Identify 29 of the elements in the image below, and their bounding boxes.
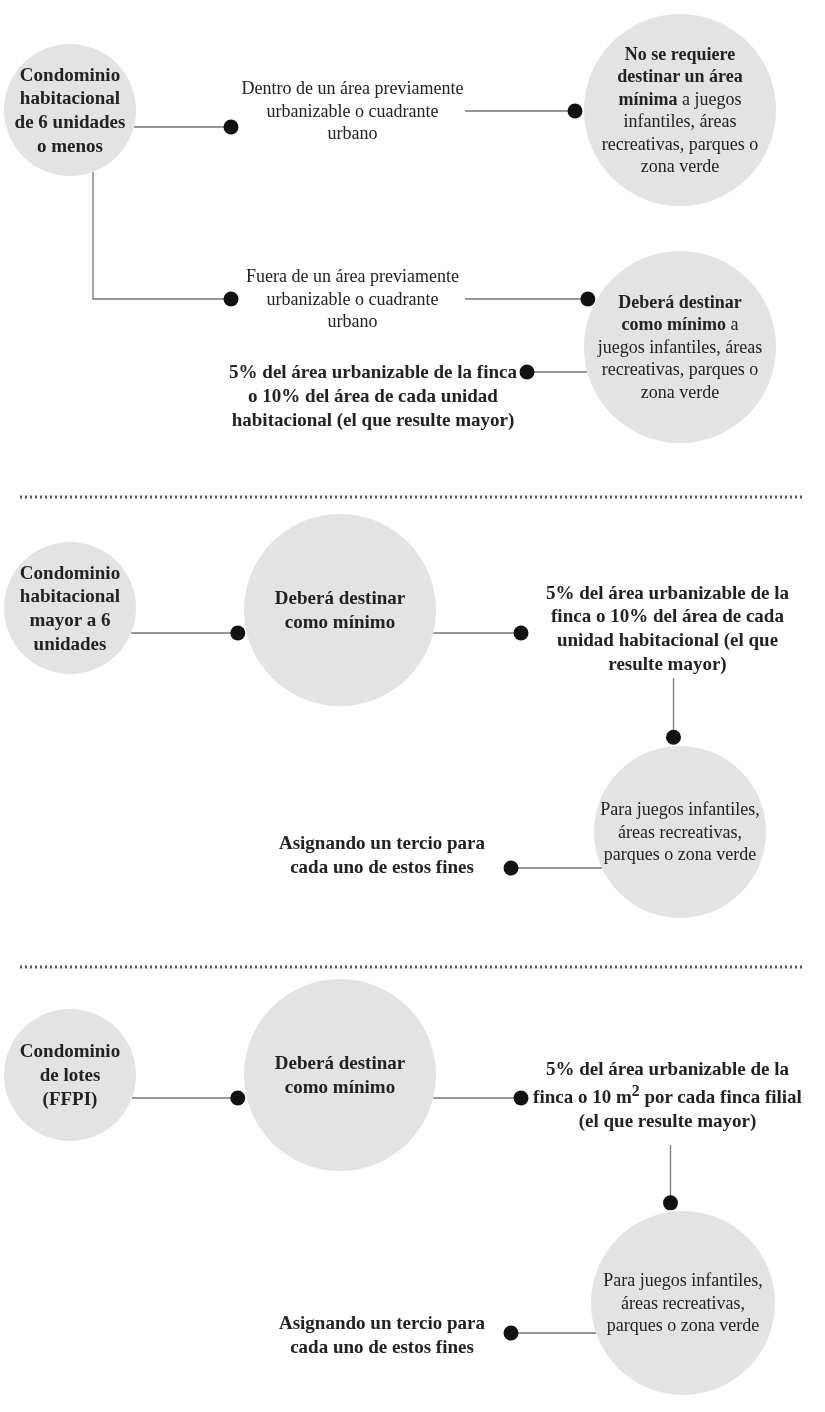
connector-line bbox=[131, 1090, 246, 1106]
node-text: Deberá destinar como mínimo bbox=[273, 586, 407, 634]
node-text: Condominio habitacional mayor a 6 unidades bbox=[18, 560, 122, 656]
connector-line bbox=[464, 291, 596, 307]
node-text: Fuera de un área previamente urbanizable o cuadrante urbano bbox=[240, 265, 465, 333]
node-text: 5% del área urbanizable de la finca o 10 m$^{2}$ por cada finca filial (el que resulte mayor) bbox=[530, 1045, 805, 1145]
connector-line bbox=[519, 364, 588, 380]
connector-line bbox=[432, 1090, 529, 1106]
connector-line bbox=[130, 625, 246, 641]
connector-line bbox=[432, 625, 529, 641]
node-text: Asignando un tercio para cada uno de estos fines bbox=[262, 1310, 502, 1360]
node-text: Asignando un tercio para cada uno de estos fines bbox=[262, 830, 502, 880]
connector-line bbox=[464, 103, 583, 119]
node-text: 5% del área urbanizable de la finca o 10% del área de cada unidad habitacional (el que resulte mayor) bbox=[228, 348, 518, 444]
node-text: Condominio habitacional de 6 unidades o menos bbox=[13, 62, 127, 158]
node-text: Para juegos infantiles, áreas recreativas, parques o zona verde bbox=[602, 1269, 764, 1337]
node-text: No se requiere destinar un área mínima a juegos infantiles, áreas recreativas, parques o zona verde bbox=[600, 42, 760, 178]
connector-line bbox=[503, 1325, 597, 1341]
connector-line bbox=[133, 119, 239, 135]
node-text: Condominio de lotes (FFPI) bbox=[18, 1039, 122, 1111]
node-text: Deberá destinar como mínimo a juegos infantiles, áreas recreativas, parques o zona verde bbox=[596, 290, 764, 404]
node-text: 5% del área urbanizable de la finca o 10% del área de cada unidad habitacional (el que resulte mayor) bbox=[530, 578, 805, 678]
connector-line bbox=[666, 677, 681, 745]
node-text: Para juegos infantiles, áreas recreativas, parques o zona verde bbox=[599, 798, 761, 866]
connector-line bbox=[92, 171, 239, 307]
node-text: Deberá destinar como mínimo bbox=[273, 1051, 407, 1099]
connector-line bbox=[663, 1144, 678, 1211]
connector-line bbox=[503, 860, 603, 876]
node-text: Dentro de un área previamente urbanizable o cuadrante urbano bbox=[240, 78, 465, 144]
